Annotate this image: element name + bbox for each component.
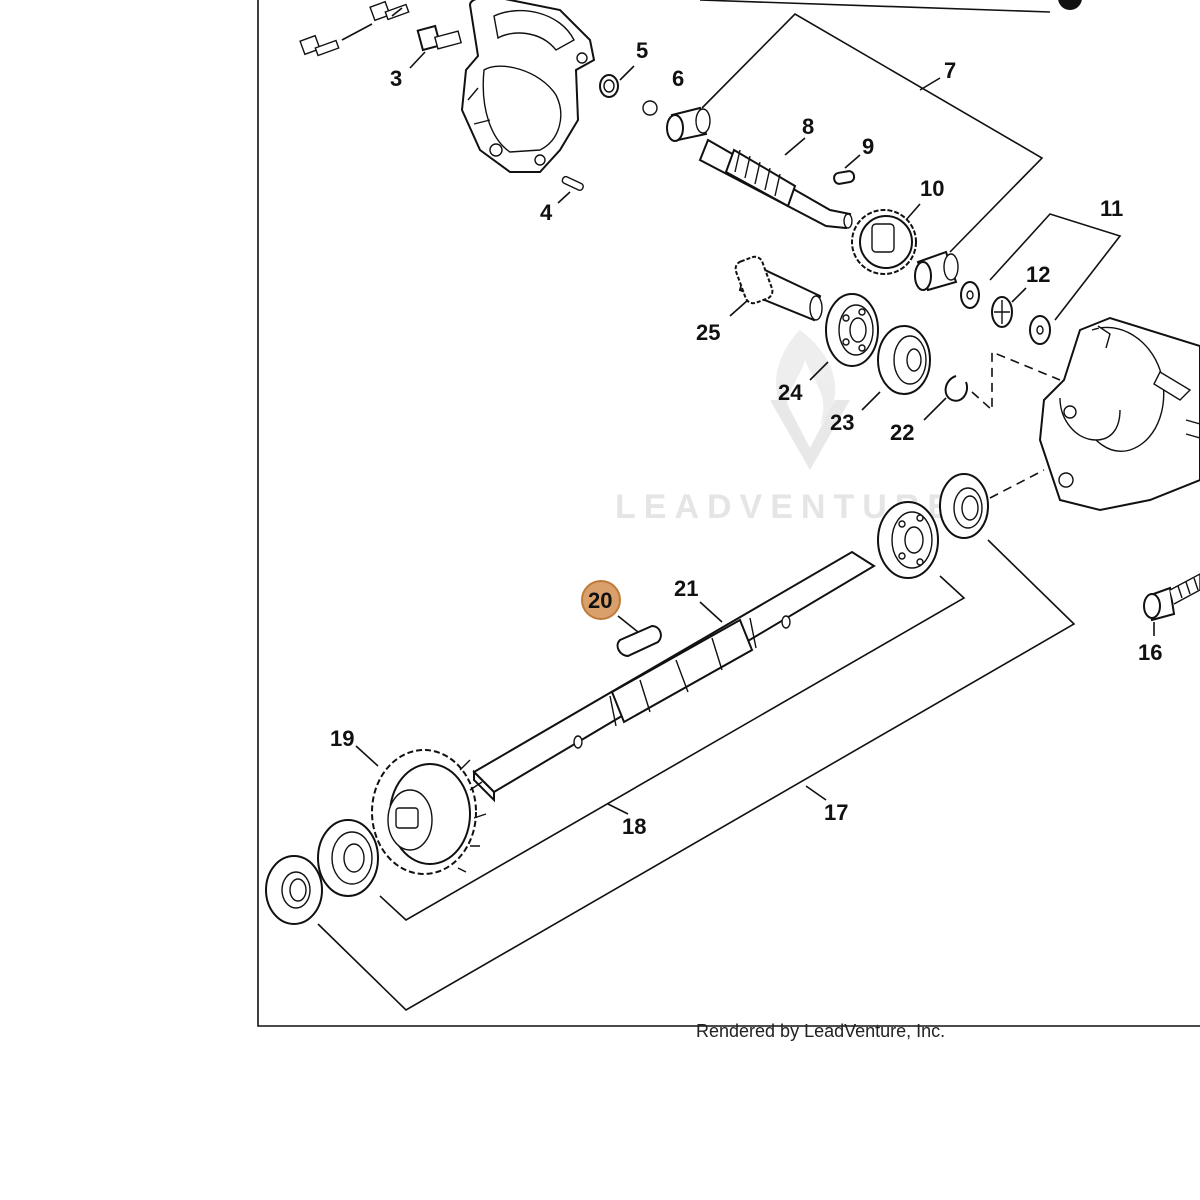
leader-17-dashed (989, 469, 1045, 499)
callout-3[interactable]: 3 (390, 66, 402, 91)
callout-22[interactable]: 22 (890, 420, 914, 445)
part-worm-shaft-8 (698, 137, 853, 230)
part-bearing-23 (861, 325, 931, 411)
callout-20[interactable]: 20 (588, 588, 612, 613)
leader-11-bracket (989, 213, 1122, 321)
leader-7-bracket (701, 12, 1044, 253)
callout-6[interactable]: 6 (672, 66, 684, 91)
leader-17-bracket (317, 539, 1076, 1011)
part-seal-5 (599, 65, 635, 98)
part-key-20[interactable] (616, 615, 662, 658)
top-callout-circle (1058, 0, 1082, 10)
callout-17[interactable]: 17 (824, 800, 848, 825)
part-washer-12 (991, 287, 1027, 328)
part-bearing-18b (317, 819, 379, 897)
callout-4[interactable]: 4 (540, 200, 553, 225)
callout-24[interactable]: 24 (778, 380, 803, 405)
part-bearing-8-sleeve (666, 106, 711, 142)
part-bearing-17-seal (939, 469, 1045, 539)
part-bolt-3 (409, 24, 463, 69)
part-screw-16 (1143, 573, 1200, 636)
leader-22-dashed (971, 350, 1061, 412)
callout-20-badge (581, 580, 621, 620)
part-washer-11b (1029, 315, 1051, 345)
part-pin-4 (557, 175, 584, 204)
callout-8[interactable]: 8 (802, 114, 814, 139)
callout-12[interactable]: 12 (1026, 262, 1050, 287)
watermark-flame-icon (776, 330, 836, 425)
callout-20-highlight[interactable]: 20 (581, 580, 621, 620)
part-shaft-21 (472, 550, 876, 803)
part-ring-6 (642, 100, 658, 116)
watermark-v-icon (770, 400, 850, 470)
callout-11[interactable]: 11 (1100, 196, 1123, 221)
part-key-9 (833, 154, 861, 185)
part-gear-10 (851, 203, 921, 275)
callout-19[interactable]: 19 (330, 726, 354, 751)
part-screws-top (299, 0, 1082, 57)
callout-9[interactable]: 9 (862, 134, 874, 159)
diagram-frame (257, 0, 1200, 1027)
part-bearing-24 (809, 293, 879, 381)
part-pinion-25 (729, 255, 823, 322)
part-seal-17b (265, 855, 323, 925)
part-circlip-22 (923, 350, 1061, 421)
part-housing-top (460, 0, 596, 173)
callout-18[interactable]: 18 (622, 814, 646, 839)
callout-10[interactable]: 10 (920, 176, 944, 201)
part-washer-11a (960, 281, 980, 309)
callout-23[interactable]: 23 (830, 410, 854, 435)
callout-5[interactable]: 5 (636, 38, 648, 63)
leader-18-bracket (379, 575, 966, 921)
part-bearing-7-sleeve (914, 250, 959, 292)
part-bearing-18 (877, 501, 939, 579)
rendered-by-footer: Rendered by LeadVenture, Inc. (696, 1021, 945, 1041)
callout-7[interactable]: 7 (944, 58, 956, 83)
part-gearbox-housing-right (1038, 316, 1200, 512)
callout-25[interactable]: 25 (696, 320, 720, 345)
callout-21[interactable]: 21 (674, 576, 698, 601)
part-gear-19 (355, 745, 487, 875)
callout-16[interactable]: 16 (1138, 640, 1162, 665)
